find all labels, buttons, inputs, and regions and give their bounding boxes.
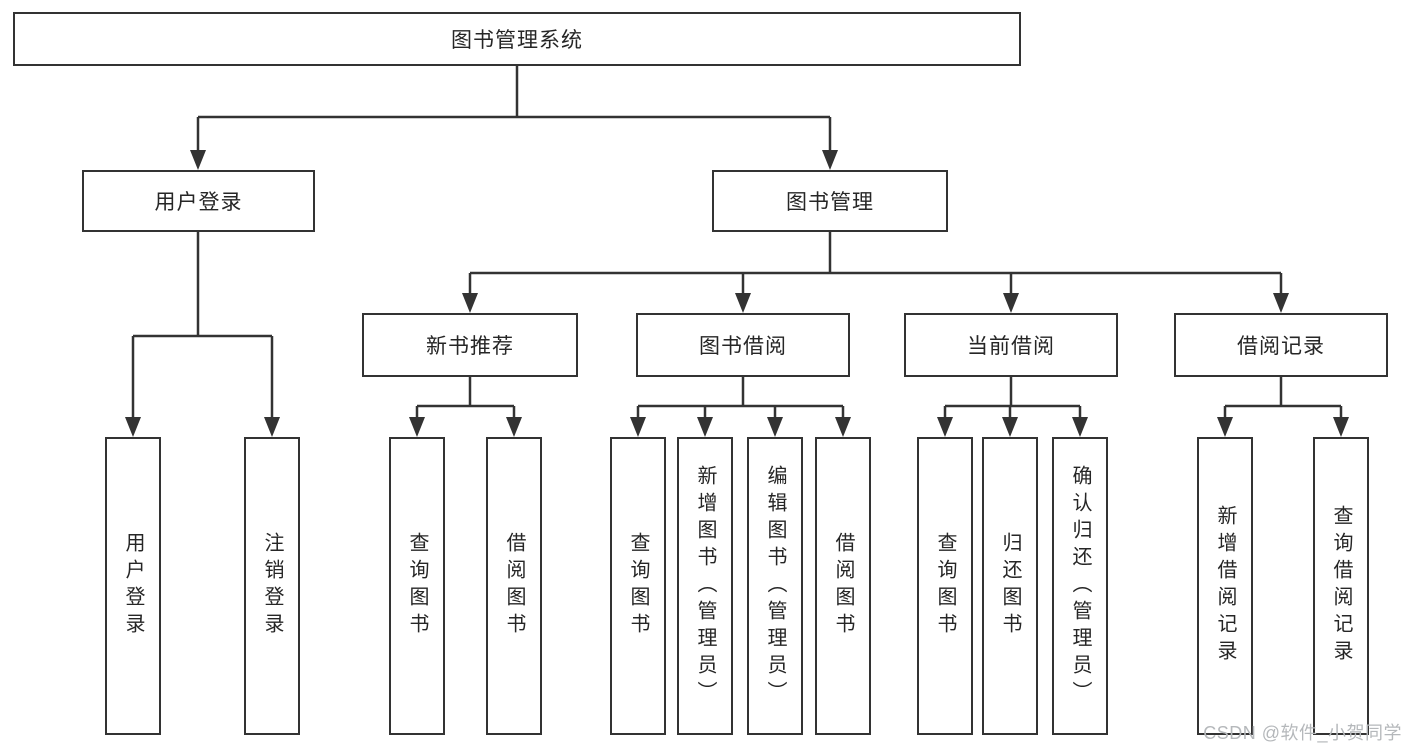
leaf-borrow-books-label: 借阅图书	[832, 532, 854, 640]
edge-newbookrec-to-leaves	[415, 377, 516, 419]
arrowhead-icon	[822, 150, 838, 170]
leaf-user-login-label: 用户登录	[122, 532, 144, 640]
arrowhead-icon	[767, 417, 783, 437]
leaf-borrow-books: 借阅图书	[486, 437, 542, 735]
node-book-management-label: 图书管理	[786, 191, 874, 214]
arrowhead-icon	[937, 417, 953, 437]
edge-lines	[131, 66, 1343, 419]
leaf-borrow-books-label: 借阅图书	[503, 532, 525, 640]
arrowhead-icon	[409, 417, 425, 437]
node-new-book-recommendation-label: 新书推荐	[426, 335, 514, 358]
edge-userlogin-to-leaves	[131, 232, 274, 419]
leaf-confirm-return-admin: 确认归还（管理员）	[1052, 437, 1108, 735]
arrowhead-icon	[1072, 417, 1088, 437]
arrowhead-icon	[630, 417, 646, 437]
edge-bookmgmt-to-level3	[468, 232, 1283, 295]
leaf-query-books: 查询图书	[389, 437, 445, 735]
leaf-logout: 注销登录	[244, 437, 300, 735]
arrowhead-icon	[1333, 417, 1349, 437]
leaf-return-books: 归还图书	[982, 437, 1038, 735]
edge-bookborrow-to-leaves	[636, 377, 845, 419]
node-user-login: 用户登录	[82, 170, 315, 232]
node-book-borrowing-label: 图书借阅	[699, 335, 787, 358]
arrowhead-icon	[190, 150, 206, 170]
node-new-book-recommendation: 新书推荐	[362, 313, 578, 377]
leaf-edit-books-admin-label: 编辑图书（管理员）	[764, 464, 786, 708]
arrowhead-icon	[1003, 293, 1019, 313]
arrowhead-icon	[1273, 293, 1289, 313]
node-current-borrowing: 当前借阅	[904, 313, 1118, 377]
leaf-borrow-books: 借阅图书	[815, 437, 871, 735]
arrowhead-icon	[1002, 417, 1018, 437]
arrowhead-icon	[1217, 417, 1233, 437]
node-borrowing-records: 借阅记录	[1174, 313, 1388, 377]
leaf-confirm-return-admin-label: 确认归还（管理员）	[1069, 464, 1091, 708]
arrowhead-icon	[835, 417, 851, 437]
leaf-add-books-admin-label: 新增图书（管理员）	[694, 464, 716, 708]
leaf-add-borrow-record-label: 新增借阅记录	[1214, 505, 1236, 667]
edge-root-to-level2	[196, 66, 832, 152]
arrowhead-icon	[735, 293, 751, 313]
leaf-return-books-label: 归还图书	[999, 532, 1021, 640]
leaf-query-borrow-record-label: 查询借阅记录	[1330, 505, 1352, 667]
leaf-query-books-label: 查询图书	[627, 532, 649, 640]
csdn-watermark: CSDN @软件_小贺同学	[1203, 723, 1402, 743]
leaf-query-books-label: 查询图书	[934, 532, 956, 640]
node-book-management: 图书管理	[712, 170, 948, 232]
edge-currentborrow-to-leaves	[943, 377, 1082, 419]
leaf-add-borrow-record: 新增借阅记录	[1197, 437, 1253, 735]
node-user-login-label: 用户登录	[154, 191, 243, 214]
edge-borrowrecord-to-leaves	[1223, 377, 1343, 419]
node-root: 图书管理系统	[13, 12, 1021, 66]
arrowhead-icon	[697, 417, 713, 437]
arrowhead-icon	[264, 417, 280, 437]
arrowhead-icon	[125, 417, 141, 437]
leaf-query-books: 查询图书	[610, 437, 666, 735]
arrowhead-icon	[506, 417, 522, 437]
node-book-borrowing: 图书借阅	[636, 313, 850, 377]
leaf-logout-label: 注销登录	[261, 532, 283, 640]
arrowhead-icon	[462, 293, 478, 313]
node-current-borrowing-label: 当前借阅	[967, 335, 1055, 358]
leaf-query-books-label: 查询图书	[406, 532, 428, 640]
leaf-query-books: 查询图书	[917, 437, 973, 735]
arrowheads	[125, 150, 1349, 437]
leaf-query-borrow-record: 查询借阅记录	[1313, 437, 1369, 735]
node-borrowing-records-label: 借阅记录	[1237, 335, 1325, 358]
leaf-add-books-admin: 新增图书（管理员）	[677, 437, 733, 735]
leaf-user-login: 用户登录	[105, 437, 161, 735]
node-root-label: 图书管理系统	[451, 29, 583, 52]
leaf-edit-books-admin: 编辑图书（管理员）	[747, 437, 803, 735]
